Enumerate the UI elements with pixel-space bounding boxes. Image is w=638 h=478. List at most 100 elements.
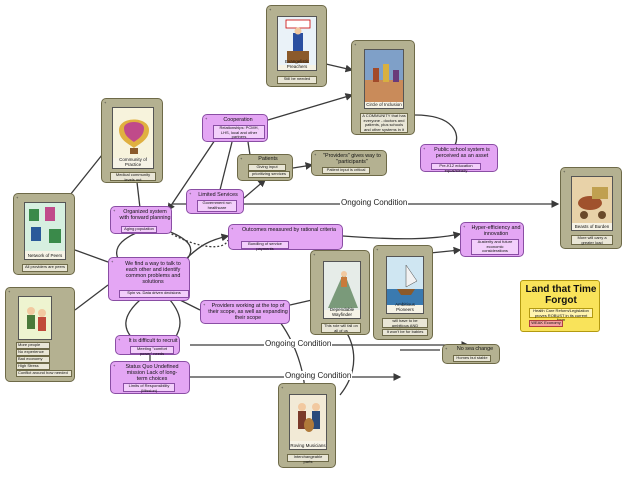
expand-icon[interactable]: + <box>205 116 208 121</box>
expand-icon[interactable]: + <box>113 208 116 213</box>
card-image-pioneers: Ambitious Pioneers <box>386 256 424 314</box>
node-no-sea-change[interactable]: + No sea change Homes but stable <box>442 344 500 364</box>
node-title: Status Quo Undefined mission Lack of lon… <box>125 364 179 382</box>
edge-peers-findway <box>74 249 109 263</box>
card-note-5: Conflict around how needed <box>16 370 72 377</box>
circle-illustration-icon <box>365 50 403 102</box>
expand-icon[interactable]: + <box>281 385 284 390</box>
card-caption: Evangelistic Preachers <box>284 59 309 69</box>
edge-label-ongoing-3: Ongoing Condition <box>284 371 353 380</box>
expand-icon[interactable]: + <box>240 156 243 161</box>
edge-cooperation-limited <box>219 141 233 191</box>
node-title: No sea change <box>456 346 494 352</box>
node-title: Hyper-efficiency and innovation <box>471 225 521 237</box>
node-title: Organized system with forward planning <box>119 209 171 221</box>
card-image-leaders <box>18 296 52 340</box>
node-note: Pre-K12 education equal/steady <box>431 163 481 172</box>
node-note: Austerity and future economic considerat… <box>471 239 519 255</box>
expand-icon[interactable]: + <box>16 195 19 200</box>
edge-cooperation-organized <box>167 139 216 212</box>
expand-icon[interactable]: + <box>118 337 121 342</box>
expand-icon[interactable]: + <box>314 152 317 157</box>
card-node-inclusion[interactable]: + Circle of Inclusion A COMMUNITY that h… <box>351 40 415 135</box>
card-image-dependable: Dependable Wayfinder <box>323 261 361 319</box>
node-public-school[interactable]: + Public school system is perceived as a… <box>420 144 498 172</box>
node-difficult-recruit[interactable]: + It is difficult to recruit Meeting "co… <box>115 335 180 355</box>
card-note-4: High Stress <box>16 363 50 370</box>
node-limited-services[interactable]: + Limited Services Government run health… <box>186 189 244 214</box>
expand-icon[interactable]: + <box>269 7 272 12</box>
wayfinder-illustration-icon <box>324 262 360 310</box>
balloon-illustration-icon <box>113 108 153 158</box>
edge-cooperation-patients <box>247 141 251 156</box>
node-note: Homes but stable <box>453 355 491 362</box>
edge-leaders-findway <box>74 284 109 311</box>
node-note: Limits of Responsibility (Mission) <box>123 383 175 392</box>
scenario-land-time-forgot[interactable]: Land that Time Forgot Health Care Reform… <box>520 280 600 332</box>
card-note-1: will have to be ambitious AND pioneers <box>382 318 428 332</box>
expand-icon[interactable]: + <box>463 224 466 229</box>
card-caption: Dependable Wayfinder <box>329 307 355 317</box>
node-note: Aging population <box>121 226 157 233</box>
card-node-pioneers[interactable]: + Ambitious Pioneers will have to be amb… <box>373 245 433 340</box>
card-note-2: It won't be for babies <box>382 329 428 336</box>
edge-practice-peers <box>69 154 103 196</box>
node-note: Bundling of service payments <box>241 241 289 250</box>
card-note: Still be needed <box>277 76 317 84</box>
edge-inclusion-school <box>414 114 458 146</box>
node-status-quo[interactable]: + Status Quo Undefined mission Lack of l… <box>110 361 190 394</box>
card-node-burden[interactable]: + Beasts of Burden More will carry a gre… <box>560 167 622 249</box>
card-note: More will carry a greater load <box>571 235 613 245</box>
node-note: Relationships: PCMH, LHS, local and othe… <box>213 125 265 139</box>
card-node-musicians[interactable]: + Roving Musicians Interchangeable parts <box>278 383 336 468</box>
edge-findway-outcomes <box>184 233 230 261</box>
node-cooperation[interactable]: + Cooperation Relationships: PCMH, LHS, … <box>202 114 268 142</box>
expand-icon[interactable]: + <box>376 247 379 252</box>
node-title: Cooperation <box>223 117 253 123</box>
expand-icon[interactable]: + <box>104 100 107 105</box>
expand-icon[interactable]: + <box>203 302 206 307</box>
node-title: Limited Services <box>198 192 238 198</box>
card-note: A COMMUNITY that has everyone - doctors … <box>360 113 408 133</box>
edge-label-ongoing-1: Ongoing Condition <box>340 198 409 207</box>
node-providers-voice[interactable]: + "Providers" gives way to "participants… <box>311 150 387 176</box>
musicians-illustration-icon <box>290 395 326 441</box>
card-node-evangelistic[interactable]: + Evangelistic Preachers Still be needed <box>266 5 327 87</box>
scenario-driver-1: Health Care Reform/Legislation proves RO… <box>529 308 593 322</box>
card-note: This role will fall on all of us <box>321 323 361 333</box>
scenario-title: Land that Time Forgot <box>525 284 597 306</box>
card-note-1: More people <box>16 342 50 349</box>
expand-icon[interactable]: + <box>313 252 316 257</box>
expand-icon[interactable]: + <box>111 259 114 264</box>
node-providers-top[interactable]: + Providers working at the top of their … <box>200 300 290 324</box>
node-note-2: prioritizing services <box>248 171 290 178</box>
edge-organized-outcomes-dotted <box>167 231 229 248</box>
expand-icon[interactable]: + <box>231 226 234 231</box>
card-image-evangelistic: Evangelistic Preachers <box>277 16 317 71</box>
node-organized-system[interactable]: + Organized system with forward planning… <box>110 206 172 234</box>
expand-icon[interactable]: + <box>354 42 357 47</box>
card-caption: Network of Peers <box>27 253 63 258</box>
card-node-practice[interactable]: + Community of Practice Medical communit… <box>101 98 163 183</box>
expand-icon[interactable]: + <box>189 191 192 196</box>
node-title: It is difficult to recruit <box>128 338 178 344</box>
edge-patients-voice <box>292 162 314 170</box>
expand-icon[interactable]: + <box>8 289 11 294</box>
expand-icon[interactable]: + <box>423 146 426 151</box>
card-caption: Community of Practice <box>119 157 147 167</box>
node-note: Government run healthcare <box>197 200 237 212</box>
node-outcomes[interactable]: + Outcomes measured by rational criteria… <box>228 224 343 250</box>
node-hyper-efficiency[interactable]: + Hyper-efficiency and innovation Auster… <box>460 222 524 257</box>
expand-icon[interactable]: + <box>563 169 566 174</box>
expand-icon[interactable]: + <box>113 363 116 368</box>
node-note-1: Giving input <box>248 164 286 171</box>
card-node-peers[interactable]: + Network of Peers All providers are pee… <box>13 193 75 275</box>
card-node-dependable[interactable]: + Dependable Wayfinder This role will fa… <box>310 250 370 335</box>
expand-icon[interactable]: + <box>445 346 448 351</box>
edge-providers-dependable <box>289 299 313 306</box>
node-find-a-way[interactable]: + We find a way to talk to each other an… <box>108 257 190 301</box>
card-node-leaders[interactable]: + More people No experience Bad economy … <box>5 287 75 382</box>
node-note: Spin vs. Data driven decisions <box>119 290 189 298</box>
node-patients[interactable]: + Patients Giving input prioritizing ser… <box>237 154 293 181</box>
card-caption: Circle of Inclusion <box>366 102 402 107</box>
